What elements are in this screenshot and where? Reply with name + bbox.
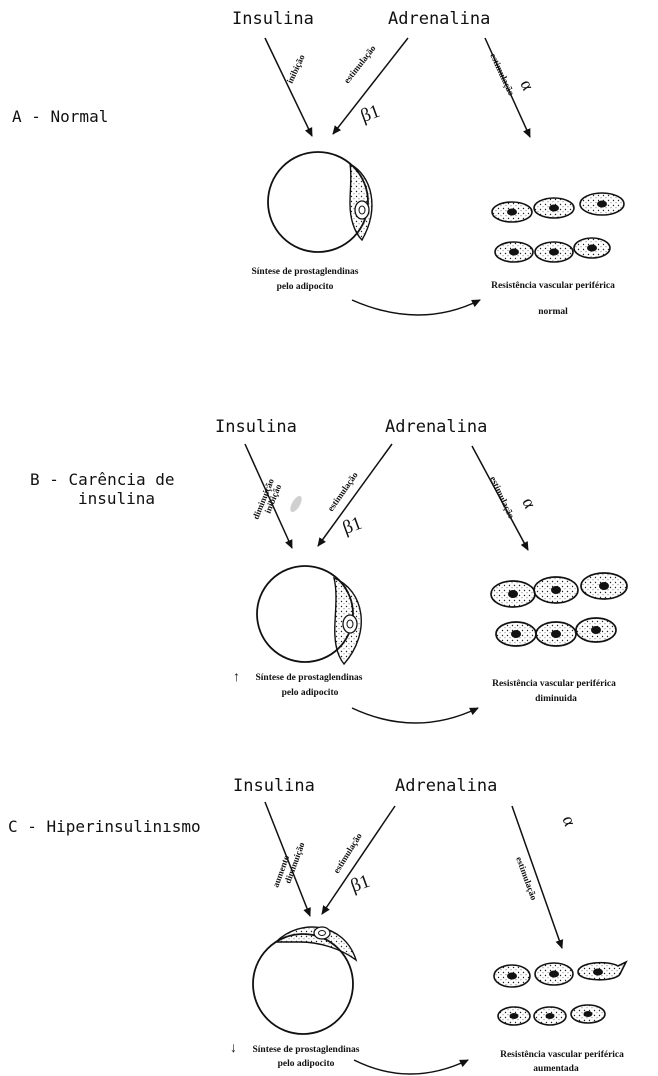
panel-c-beta-arrow bbox=[322, 806, 395, 914]
panel-c-adipocyte bbox=[253, 927, 356, 1034]
panel-a-adrenaline-label: Adrenalina bbox=[388, 9, 490, 29]
panel-b-beta-symbol: β1 bbox=[340, 513, 365, 539]
panel-b-alpha-symbol: α bbox=[518, 494, 540, 512]
panel-b-resistance-text: Resistência vascular periférica bbox=[492, 679, 616, 689]
panel-a-beta-arrow-label: estimulação bbox=[342, 43, 378, 85]
panel-c-vessel-cells bbox=[494, 962, 626, 1025]
panel-c-insulin-label: Insulina bbox=[233, 776, 315, 796]
panel-b-title-2: insulina bbox=[78, 489, 155, 508]
panel-b-adrenaline-label: Adrenalina bbox=[385, 417, 487, 437]
panel-b-alpha-arrow-label: estimulação bbox=[488, 475, 517, 521]
panel-a-title: A - Normal bbox=[12, 107, 108, 126]
panel-a-insulin-arrow-label: inibição bbox=[285, 53, 307, 85]
panel-c-alpha-arrow-label: estimulação bbox=[514, 855, 539, 902]
panel-b: Insulina Adrenalina B - Carência de insu… bbox=[30, 417, 627, 723]
panel-c-resistance-state: aumentada bbox=[533, 1064, 579, 1074]
panel-a-resistance-text: Resistência vascular periférica bbox=[491, 281, 615, 291]
panel-b-resistance-state: diminuida bbox=[535, 694, 577, 704]
panel-c-adrenaline-label: Adrenalina bbox=[395, 776, 497, 796]
panel-b-insulin-label: Insulina bbox=[215, 417, 297, 437]
panel-c: Insulina Adrenalina C - Hiperinsulinısmo… bbox=[8, 776, 626, 1074]
panel-c-title: C - Hiperinsulinısmo bbox=[8, 817, 201, 836]
panel-a-insulin-label: Insulina bbox=[232, 9, 314, 29]
panel-a-insulin-arrow bbox=[265, 38, 312, 136]
panel-c-alpha-arrow bbox=[512, 806, 562, 948]
panel-b-synthesis-text-2: pelo adipocito bbox=[282, 688, 339, 698]
panel-b-beta-arrow-label: estimulação bbox=[325, 470, 360, 513]
panel-b-synthesis-marker: ↑ bbox=[233, 670, 240, 685]
panel-a: Insulina Adrenalina A - Normal inibição … bbox=[12, 9, 624, 317]
panel-c-synthesis-text: Síntese de prostaglendinas bbox=[253, 1045, 360, 1055]
panel-b-adipocyte bbox=[257, 566, 361, 664]
panel-a-beta-symbol: β1 bbox=[358, 101, 383, 127]
panel-c-alpha-symbol: α bbox=[559, 813, 581, 829]
panel-c-beta-symbol: β1 bbox=[348, 871, 373, 897]
panel-a-alpha-arrow-label: estimulação bbox=[488, 52, 517, 98]
panel-c-synthesis-text-2: pelo adipocito bbox=[278, 1059, 335, 1069]
panel-c-beta-arrow-label: estimulação bbox=[331, 831, 364, 875]
panel-b-curved-arrow bbox=[352, 708, 478, 723]
panel-c-synthesis-marker: ↓ bbox=[230, 1041, 237, 1056]
panel-a-adipocyte bbox=[268, 152, 372, 252]
panel-c-curved-arrow bbox=[354, 1060, 468, 1074]
panel-a-curved-arrow bbox=[352, 300, 480, 315]
scan-smudge bbox=[288, 494, 304, 514]
panel-b-title: B - Carência de bbox=[30, 470, 175, 489]
panel-b-synthesis-text: Síntese de prostaglendinas bbox=[256, 673, 363, 683]
panel-a-synthesis-text: Síntese de prostaglendinas bbox=[252, 267, 359, 277]
panel-a-resistance-state: normal bbox=[538, 307, 568, 317]
panel-b-vessel-cells bbox=[491, 573, 627, 646]
panel-a-vessel-cells bbox=[492, 193, 624, 262]
panel-c-resistance-text: Resistência vascular periférica bbox=[500, 1050, 624, 1060]
panel-a-alpha-symbol: α bbox=[516, 76, 538, 94]
panel-a-synthesis-text-2: pelo adipocito bbox=[277, 282, 334, 292]
